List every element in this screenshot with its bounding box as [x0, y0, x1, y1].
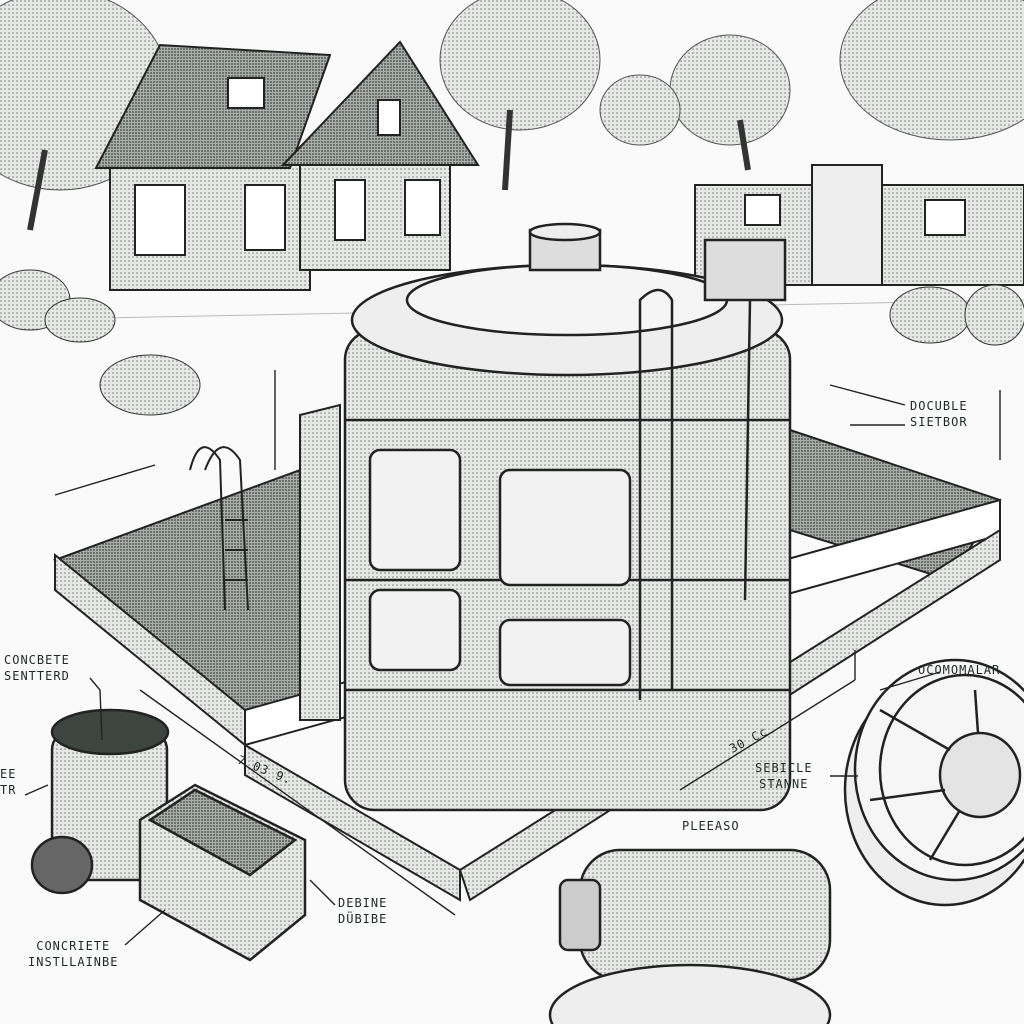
- label-line: DÜBIBE: [338, 912, 388, 926]
- water-tank: [343, 222, 792, 812]
- label-top-right: DOCUBLE SIETBOR: [910, 398, 968, 430]
- label-line: DEBINE: [338, 896, 388, 910]
- label-line: EE: [0, 767, 17, 781]
- round-grate-lid: [843, 658, 1024, 907]
- ladder: [189, 446, 249, 611]
- label-line: INSTLLAINBE: [28, 955, 119, 969]
- pipe-fitting: [30, 708, 170, 895]
- label-bottom-center: PLEEASO: [682, 819, 740, 833]
- label-bottom-mid: DEBINE DÜBIBE: [338, 895, 387, 927]
- label-line: CONCRIETE: [36, 939, 111, 953]
- label-line: CONCBETE: [4, 653, 70, 667]
- stone-house: [94, 40, 480, 291]
- label-line: DOCUBLE: [910, 399, 968, 413]
- filter-box: [138, 783, 307, 962]
- label-line: SEBICLE: [755, 761, 813, 775]
- label-line: SIETBOR: [910, 415, 968, 429]
- cylinder-pipe: [548, 848, 832, 1024]
- leader-lines: [24, 370, 1001, 946]
- label-bottom-left: CONCRIETE INSTLLAINBE: [28, 938, 118, 970]
- label-line: SENTTERD: [4, 669, 70, 683]
- label-left-edge: EE TR: [0, 766, 16, 798]
- label-right-mid: SEBICLE STANNE: [755, 760, 813, 792]
- trees: [0, 0, 1024, 191]
- label-right-lid: OCOMOMALAR: [918, 663, 1001, 677]
- label-line: STANNE: [759, 777, 809, 791]
- label-line: TR: [0, 783, 17, 797]
- label-left-top: CONCBETE SENTTERD: [4, 652, 70, 684]
